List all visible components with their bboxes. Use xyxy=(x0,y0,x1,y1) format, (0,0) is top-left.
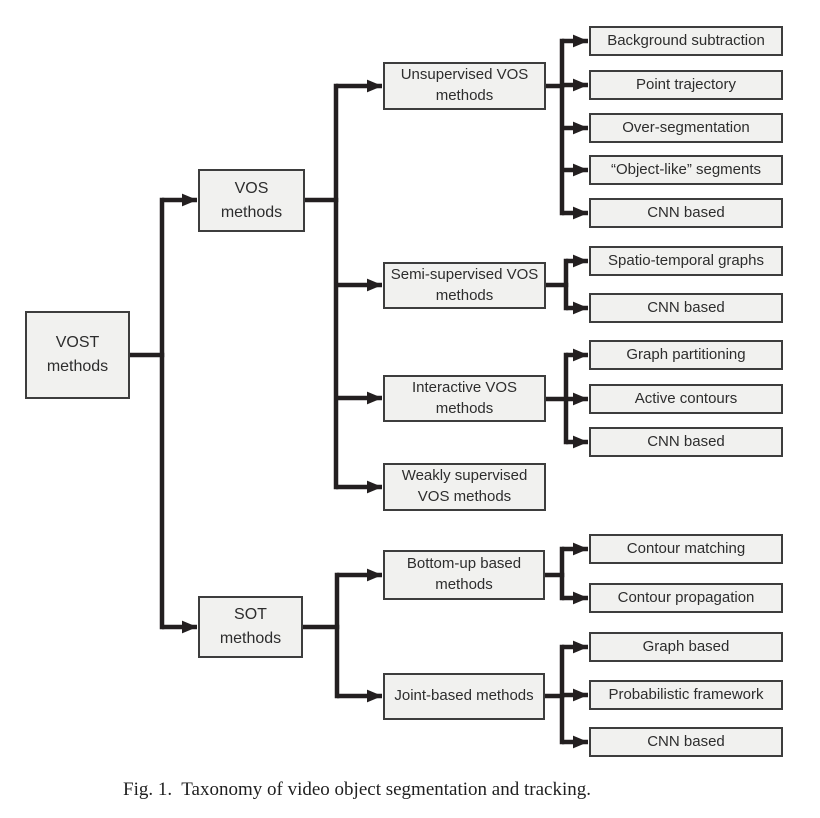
node-point-trajectory: Point trajectory xyxy=(589,70,783,100)
node-vos-methods: VOS methods xyxy=(198,169,305,232)
node-interactive-vos-methods: Interactive VOS methods xyxy=(383,375,546,422)
node-joint-based-methods: Joint-based methods xyxy=(383,673,545,720)
node-object-like-segments: “Object-like” segments xyxy=(589,155,783,185)
node-background-subtraction: Background subtraction xyxy=(589,26,783,56)
node-active-contours: Active contours xyxy=(589,384,783,414)
node-cnn-based-semi-supervised: CNN based xyxy=(589,293,783,323)
node-probabilistic-framework: Probabilistic framework xyxy=(589,680,783,710)
node-weakly-supervised-vos-methods: Weakly supervised VOS methods xyxy=(383,463,546,511)
node-cnn-based-joint: CNN based xyxy=(589,727,783,757)
node-bottom-up-based-methods: Bottom-up based methods xyxy=(383,550,545,600)
figure-caption: Fig. 1. Taxonomy of video object segment… xyxy=(123,779,591,800)
node-over-segmentation: Over-segmentation xyxy=(589,113,783,143)
node-unsupervised-vos-methods: Unsupervised VOS methods xyxy=(383,62,546,110)
node-contour-propagation: Contour propagation xyxy=(589,583,783,613)
node-semi-supervised-vos-methods: Semi-supervised VOS methods xyxy=(383,262,546,309)
node-cnn-based-unsupervised: CNN based xyxy=(589,198,783,228)
node-graph-partitioning: Graph partitioning xyxy=(589,340,783,370)
node-spatio-temporal-graphs: Spatio-temporal graphs xyxy=(589,246,783,276)
node-vost-methods: VOST methods xyxy=(25,311,130,399)
node-cnn-based-interactive: CNN based xyxy=(589,427,783,457)
node-graph-based: Graph based xyxy=(589,632,783,662)
node-sot-methods: SOT methods xyxy=(198,596,303,658)
node-contour-matching: Contour matching xyxy=(589,534,783,564)
